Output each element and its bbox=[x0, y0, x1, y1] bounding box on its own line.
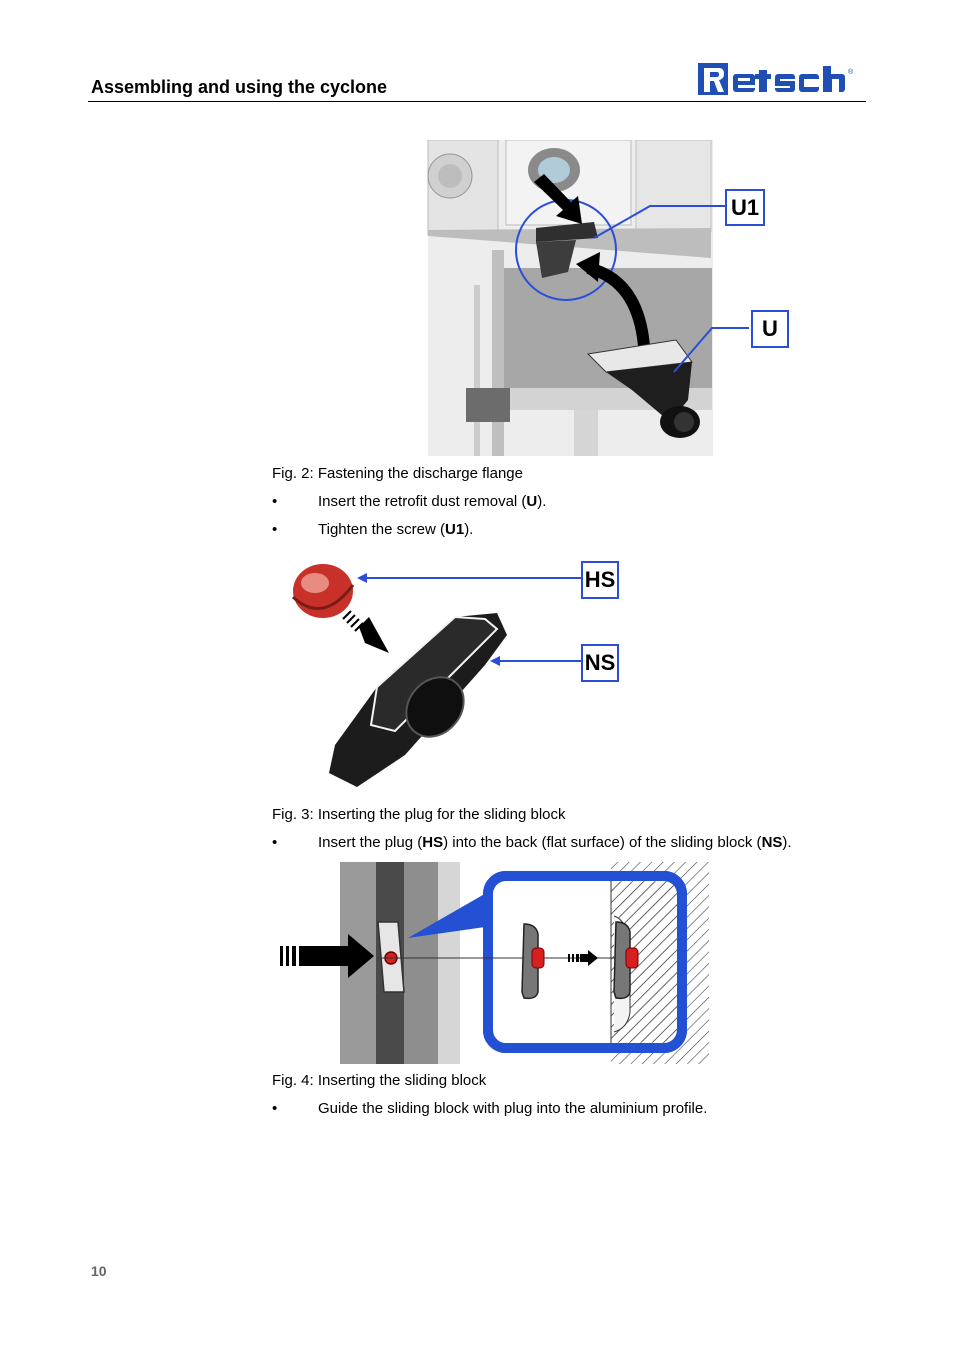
label-u: U bbox=[751, 310, 789, 348]
svg-text:®: ® bbox=[848, 68, 854, 76]
bullet: • bbox=[272, 1100, 278, 1117]
bullet: • bbox=[272, 521, 278, 538]
label-ns: NS bbox=[581, 644, 619, 682]
retsch-logo: ® bbox=[697, 62, 867, 98]
figure-2-caption: Fig. 2: Fastening the discharge flange bbox=[272, 465, 523, 482]
bullet: • bbox=[272, 493, 278, 510]
figure-4-illustration bbox=[278, 862, 712, 1064]
page-number: 10 bbox=[91, 1263, 107, 1279]
header-divider bbox=[88, 101, 866, 102]
figure-3-illustration: HS NS bbox=[285, 555, 625, 795]
bullet: • bbox=[272, 834, 278, 851]
figure-4-caption: Fig. 4: Inserting the sliding block bbox=[272, 1072, 487, 1089]
label-u1: U1 bbox=[725, 189, 765, 226]
figure-2-illustration: U1 U bbox=[426, 139, 796, 456]
label-hs: HS bbox=[581, 561, 619, 599]
section-title: Assembling and using the cyclone bbox=[91, 77, 388, 97]
figure-3-caption: Fig. 3: Inserting the plug for the slidi… bbox=[272, 806, 566, 823]
